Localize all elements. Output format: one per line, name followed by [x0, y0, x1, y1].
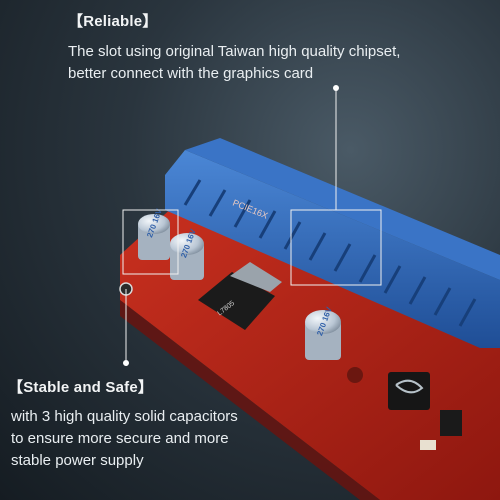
stable-callout: 【Stable and Safe】 with 3 high quality so…: [8, 376, 238, 472]
mount-hole: [347, 367, 363, 383]
reliable-line-1: The slot using original Taiwan high qual…: [68, 43, 401, 60]
inductor: [388, 372, 430, 410]
voltage-regulator: L7805: [198, 262, 282, 330]
stable-line-1: with 3 high quality solid capacitors: [11, 408, 238, 425]
capacitor-3: 270 16V: [305, 305, 341, 360]
reliable-line-2: better connect with the graphics card: [68, 65, 314, 82]
ic-chip: [440, 410, 462, 436]
capacitor-highlight-box: [122, 209, 179, 275]
reliable-heading: 【Reliable】: [68, 13, 158, 30]
capacitor-1: 270 16V: [138, 207, 170, 260]
reliable-leader-dot: [333, 85, 339, 91]
pcie-slot: PCIE16X: [165, 138, 500, 348]
stable-line-2: to ensure more secure and more: [11, 430, 229, 447]
smd-resistor: [420, 440, 436, 450]
stable-line-3: stable power supply: [11, 452, 144, 469]
reliable-callout: 【Reliable】 The slot using original Taiwa…: [68, 10, 400, 85]
stable-heading: 【Stable and Safe】: [8, 379, 154, 396]
stable-leader-dot: [123, 360, 129, 366]
